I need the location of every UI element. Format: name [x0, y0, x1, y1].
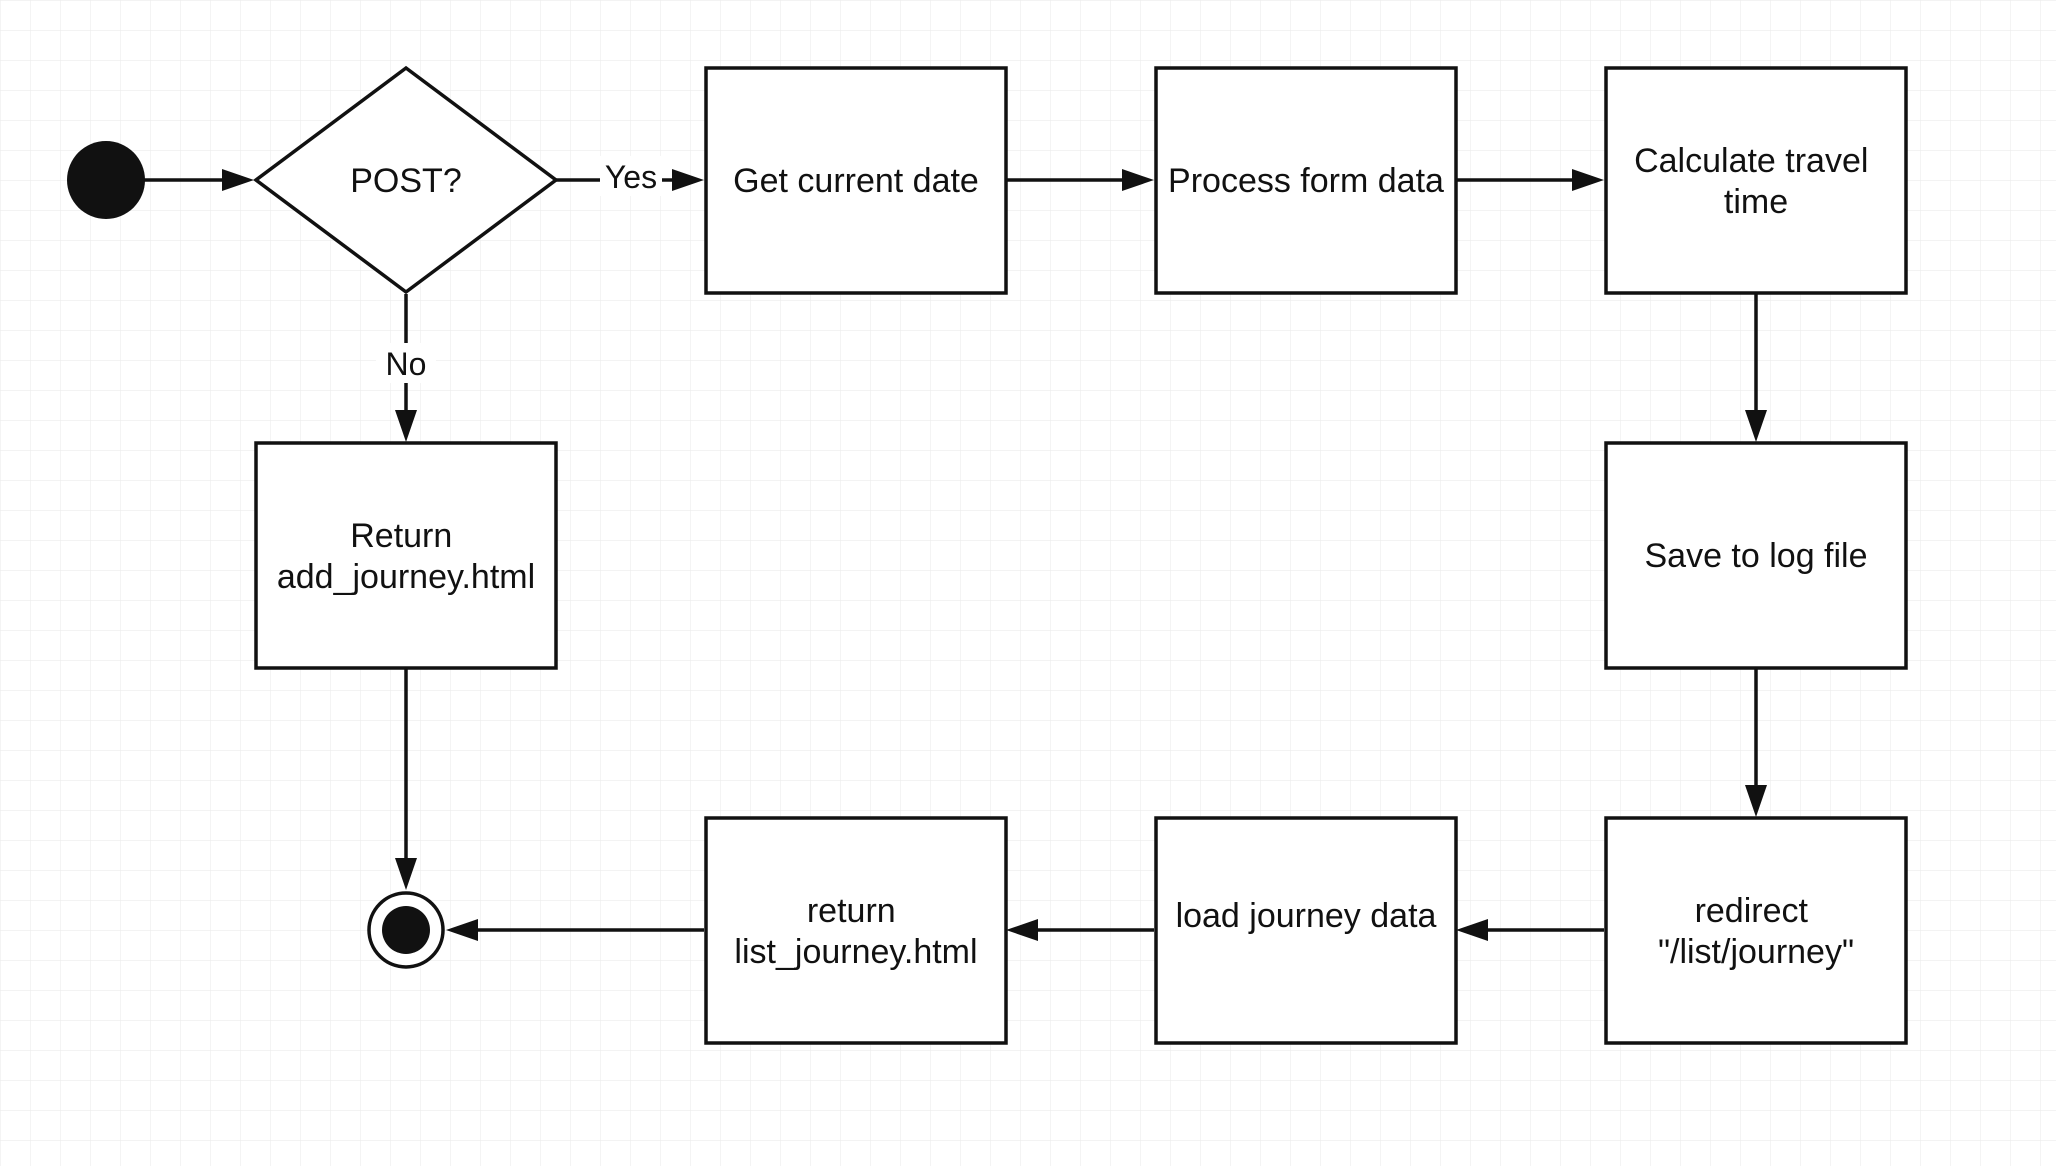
- action-label-line: list_journey.html: [734, 933, 977, 971]
- svg-text:load journey data: load journey data: [1176, 897, 1437, 935]
- action-label-line: return: [807, 892, 896, 930]
- action-label-line: "/list/journey": [1658, 933, 1854, 971]
- action-label-line: add_journey.html: [277, 558, 535, 596]
- svg-text:Save to log file: Save to log file: [1644, 537, 1867, 575]
- edges-layer: Yes: [144, 156, 1767, 941]
- edge-get-date-to-process-form: [1006, 169, 1154, 191]
- svg-text:Get current date: Get current date: [733, 162, 979, 200]
- edge-return-add-to-end: [395, 669, 417, 890]
- edge-return-list-to-end: [446, 919, 704, 941]
- action-redirect-list-journey[interactable]: redirect "/list/journey": [1604, 816, 1908, 1045]
- arrowhead: [395, 858, 417, 890]
- edge-load-data-to-return-list: [1006, 919, 1154, 941]
- arrowhead: [1122, 169, 1154, 191]
- svg-text:Calculate travel time: Calculate travel time: [1634, 142, 1878, 221]
- nodes-layer: POST? Get current date Process form data…: [67, 65, 1908, 1045]
- svg-text:return list_journey.ht: return list_journey.html: [734, 892, 977, 971]
- edge-redirect-to-load-data: [1456, 919, 1604, 941]
- decision-node[interactable]: POST?: [253, 65, 559, 295]
- action-return-list-journey[interactable]: return list_journey.html: [704, 816, 1008, 1045]
- arrowhead: [222, 169, 254, 191]
- edge-label-no: No: [386, 346, 427, 382]
- arrowhead: [1572, 169, 1604, 191]
- arrowhead: [1456, 919, 1488, 941]
- action-save-to-log-file[interactable]: Save to log file: [1604, 441, 1908, 670]
- action-label-line: Get current date: [733, 162, 979, 200]
- action-label-line: Save to log file: [1644, 537, 1867, 575]
- action-label-line: Calculate travel: [1634, 142, 1868, 180]
- arrowhead: [395, 410, 417, 442]
- action-process-form-data[interactable]: Process form data: [1154, 66, 1458, 295]
- edge-process-form-to-calc-time: [1456, 169, 1604, 191]
- final-node[interactable]: [367, 891, 445, 969]
- arrowhead: [1745, 410, 1767, 442]
- action-calculate-travel-time[interactable]: Calculate travel time: [1604, 66, 1908, 295]
- arrowhead: [1006, 919, 1038, 941]
- initial-node[interactable]: [67, 141, 145, 219]
- edge-decision-to-get-date: Yes: [556, 156, 704, 196]
- arrowhead: [446, 919, 478, 941]
- edge-calc-time-to-save-log: [1745, 294, 1767, 442]
- edge-label-yes: Yes: [605, 159, 657, 195]
- edge-decision-to-return-add: No: [376, 294, 436, 442]
- action-label-line: Return: [350, 517, 452, 555]
- action-label-line: time: [1724, 183, 1788, 221]
- action-get-current-date[interactable]: Get current date: [704, 66, 1008, 295]
- action-label-line: load journey data: [1176, 897, 1437, 935]
- svg-text:Return add_journey.htm: Return add_journey.html: [277, 517, 535, 596]
- edge-start-to-decision: [144, 169, 254, 191]
- action-return-add-journey[interactable]: Return add_journey.html: [254, 441, 558, 670]
- svg-text:Process form data: Process form data: [1168, 162, 1444, 200]
- action-label-line: redirect: [1695, 892, 1809, 930]
- edge-save-log-to-redirect: [1745, 669, 1767, 817]
- arrowhead: [1745, 785, 1767, 817]
- action-load-journey-data[interactable]: load journey data: [1154, 816, 1458, 1045]
- action-label-line: Process form data: [1168, 162, 1444, 200]
- decision-label: POST?: [350, 162, 461, 200]
- arrowhead: [672, 169, 704, 191]
- svg-text:redirect "/list/journe: redirect "/list/journey": [1658, 892, 1854, 971]
